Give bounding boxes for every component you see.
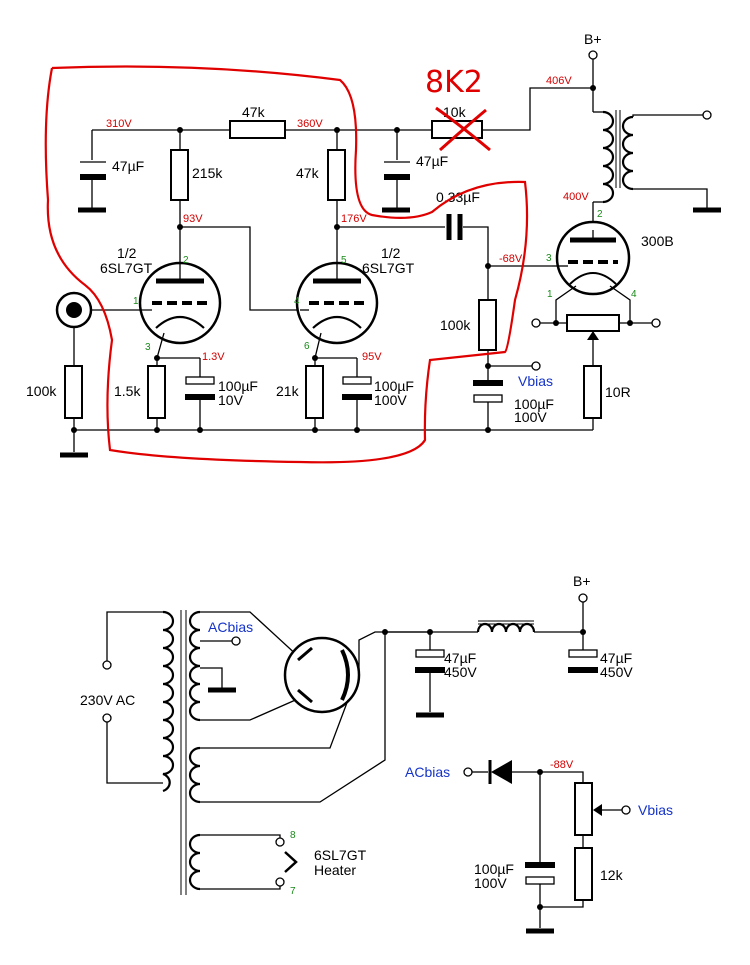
bplus-top: B+ [584,31,602,47]
resistor-21k [305,365,324,419]
resistor-10r [583,365,602,419]
resistor-12k [574,847,593,901]
pin-t1-cathode: 3 [145,342,151,353]
mains-primary-winding [162,610,175,793]
pin-300b-f1: 1 [547,289,553,300]
heater-pin-8: 8 [290,830,296,841]
hv-secondary-winding [188,610,201,722]
rectifier-heater-winding [188,746,201,804]
heater-label-type: 6SL7GT [314,847,367,863]
label-300b: 300B [641,233,674,249]
label-47uf-reservoir: 47µF [444,650,476,666]
heater-winding [188,833,201,891]
pin-300b-f2: 4 [631,289,637,300]
resistor-100k-grid [478,299,497,351]
voltage-360v: 360V [297,118,323,130]
label-100k-input: 100k [26,383,57,399]
label-100v-cathode2: 100V [374,392,407,408]
voltage-406v: 406V [546,75,572,87]
input-jack [55,291,120,366]
label-230v-ac: 230V AC [80,692,135,708]
tube2-type: 6SL7GT [362,260,415,276]
label-acbias-transformer: ACbias [208,619,253,635]
handwritten-8k2: 8K2 [425,65,483,100]
label-450v-reservoir: 450V [444,664,477,680]
capacitor-47uf-smoothing [568,649,598,673]
resistor-1-5k [147,365,166,419]
pin-t1-grid: 1 [133,296,139,307]
pin-t2-cathode: 6 [304,341,310,352]
label-100k-grid: 100k [440,317,471,333]
resistor-47k-feed [229,120,286,139]
bias-potentiometer [574,782,593,836]
tube-6sl7-second [295,261,379,366]
label-100uf-cathode2: 100µF [374,378,414,394]
label-10v-cathode1: 10V [218,392,244,408]
label-acbias-diode: ACbias [405,764,450,780]
pin-t1-plate: 2 [183,255,189,266]
capacitor-100uf-bias [473,380,503,430]
resistor-100k-input [64,365,83,419]
label-100uf-bias: 100µF [514,396,554,412]
red-cross-mark [435,106,491,152]
tube2-label: 1/2 [381,245,401,261]
resistor-47k-plate [327,149,346,201]
tube-6sl7-first [120,261,222,366]
red-outline-annotation [44,65,529,464]
voltage-176v: 176V [341,213,367,225]
label-21k: 21k [276,383,300,399]
label-100v-bias: 100V [514,409,547,425]
voltage-minus-88v: -88V [550,759,574,771]
voltage-400v: 400V [563,191,589,203]
label-vbias-bottom: Vbias [638,802,673,818]
capacitor-47uf-mid [382,130,410,213]
pin-t2-plate: 5 [341,255,347,266]
label-10r: 10R [605,384,631,400]
heater-label-text: Heater [314,862,356,878]
label-10k-supply: 10k [443,104,467,120]
voltage-minus-68v: -68V [499,253,523,265]
label-100v-bias-supply: 100V [474,875,507,891]
capacitor-100uf-cathode1 [185,358,215,430]
label-47k-feed: 47k [242,104,266,120]
hum-potentiometer [531,314,661,366]
tube1-label: 1/2 [117,245,137,261]
label-0-33uf: 0.33µF [436,189,480,205]
output-transformer [592,110,721,230]
capacitor-100uf-bias-supply [525,772,555,934]
label-1-5k: 1.5k [114,383,141,399]
label-47uf-left: 47µF [112,158,144,174]
label-12k: 12k [600,867,624,883]
pin-300b-grid: 3 [546,253,552,264]
bplus-bottom: B+ [573,573,591,589]
label-215k: 215k [192,165,223,181]
filter-choke [476,622,536,633]
label-47uf-smoothing: 47µF [600,650,632,666]
bias-diode [488,760,512,784]
tube1-type: 6SL7GT [100,260,153,276]
voltage-310v: 310V [106,118,132,130]
power-supply-schematic: 230V AC ACbias [80,573,673,934]
capacitor-100uf-cathode2 [342,358,372,430]
heater-pin-7: 7 [290,886,296,897]
label-vbias-top: Vbias [518,373,553,389]
label-100uf-cathode1: 100µF [218,378,258,394]
capacitor-47uf-left [78,161,106,213]
label-47uf-mid: 47µF [416,153,448,169]
voltage-1-3v: 1.3V [202,351,225,363]
label-450v-smoothing: 450V [600,664,633,680]
resistor-215k [170,149,189,201]
capacitor-47uf-reservoir [415,632,445,718]
amplifier-schematic: 47k 310V 360V 10k 406V B+ 400V [26,31,721,464]
tube-300b [552,220,631,323]
voltage-93v: 93V [183,213,203,225]
pin-300b-plate: 2 [597,209,603,220]
voltage-95v: 95V [362,351,382,363]
label-100uf-bias-supply: 100µF [474,861,514,877]
capacitor-0-33uf [446,214,463,240]
label-47k-plate: 47k [296,165,320,181]
pin-t2-grid: 4 [294,296,300,307]
